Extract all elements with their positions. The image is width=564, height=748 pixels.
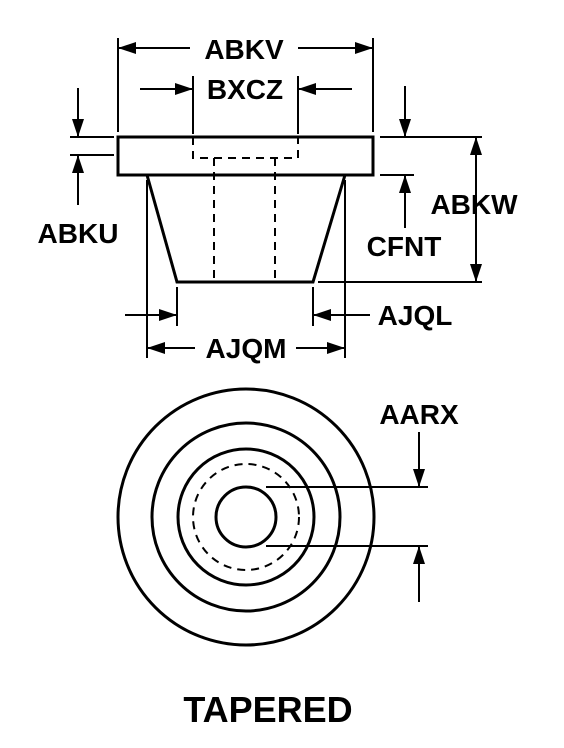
dimension-bxcz: BXCZ — [140, 74, 352, 134]
label-bxcz: BXCZ — [207, 74, 283, 105]
bore-circle — [214, 485, 278, 549]
flange — [116, 135, 375, 177]
label-cfnt: CFNT — [367, 231, 442, 262]
outer-circle — [116, 387, 376, 647]
dimension-abku: ABKU — [38, 88, 119, 249]
middle-circle — [150, 421, 342, 613]
label-abku: ABKU — [38, 218, 119, 249]
dimension-cfnt: CFNT — [367, 86, 442, 262]
diagram-title: TAPERED — [183, 689, 352, 730]
label-abkv: ABKV — [204, 34, 284, 65]
side-view — [116, 135, 375, 284]
dimension-aarx: AARX — [266, 399, 459, 602]
inner-circle — [176, 447, 316, 587]
label-ajqm: AJQM — [206, 333, 287, 364]
hidden-circle — [192, 463, 300, 571]
label-ajql: AJQL — [378, 300, 453, 331]
dimension-ajqm: AJQM — [147, 333, 345, 364]
top-view — [116, 387, 376, 647]
label-abkw: ABKW — [430, 189, 518, 220]
dimension-abkv: ABKV — [117, 34, 374, 132]
tapered-body — [145, 174, 347, 284]
hidden-counterbore — [192, 137, 299, 159]
dimension-ajql: AJQL — [125, 180, 452, 358]
label-aarx: AARX — [379, 399, 459, 430]
